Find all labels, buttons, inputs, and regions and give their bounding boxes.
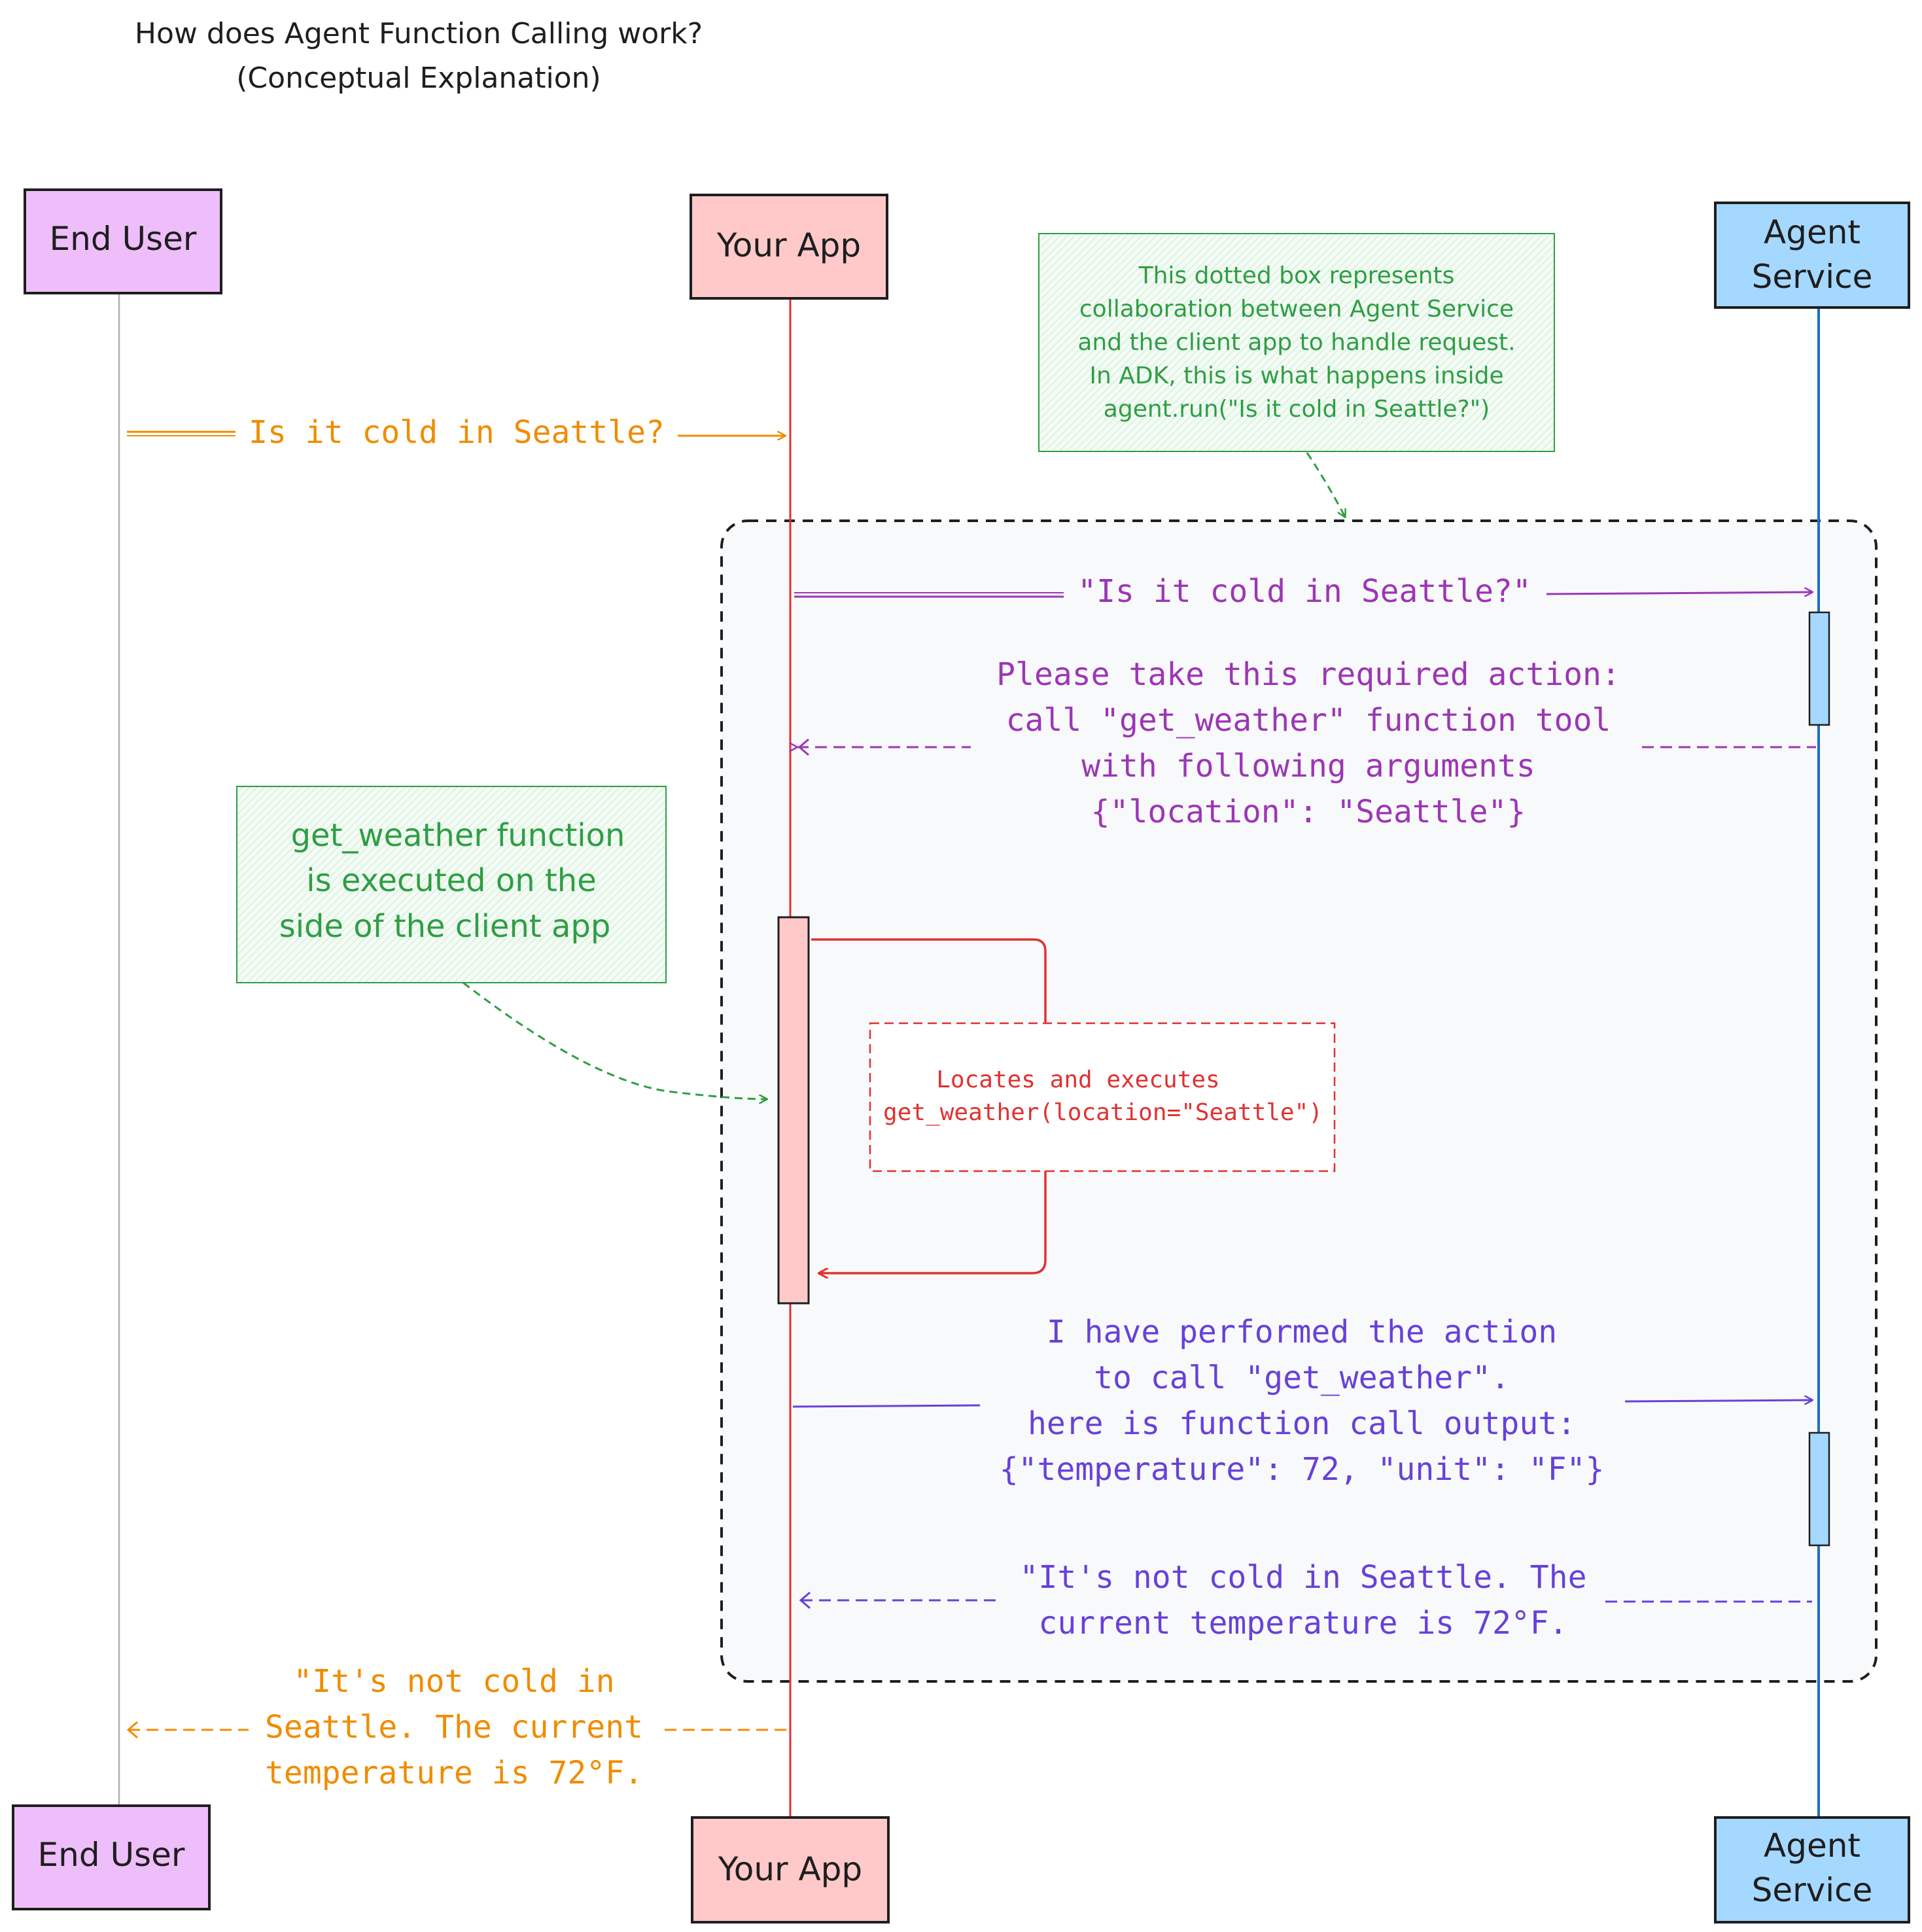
note-dotted-box: This dotted box represents collaboration…	[1038, 233, 1555, 452]
message-required-action: Please take this required action: call "…	[797, 656, 1816, 830]
app-answer-line-2: Seattle. The current	[265, 1709, 643, 1746]
participant-your-app-bottom: Your App	[691, 1816, 890, 1923]
agent-label-line-1: Agent	[1764, 213, 1861, 251]
note-client-exec-line-3: side of the client app	[279, 908, 611, 945]
participant-your-app-top: Your App	[690, 194, 888, 300]
message-app-to-agent: "Is it cold in Seattle?"	[794, 573, 1812, 610]
participant-end-user-top: End User	[24, 188, 222, 294]
message-user-question: Is it cold in Seattle?	[127, 414, 785, 451]
end-user-label-bottom: End User	[38, 1836, 185, 1874]
action-performed-line-1: I have performed the action	[1047, 1314, 1557, 1350]
agent-answer-line-2: current temperature is 72°F.	[1038, 1605, 1567, 1642]
note-dotted-box-line-4: In ADK, this is what happens inside	[1089, 362, 1503, 389]
required-action-line-2: call "get_weather" function tool	[1006, 702, 1611, 739]
participant-agent-service-bottom: Agent Service	[1714, 1816, 1910, 1923]
user-question-label: Is it cold in Seattle?	[249, 414, 665, 451]
agent-activation-1	[1808, 611, 1830, 726]
required-action-line-1: Please take this required action:	[996, 656, 1620, 693]
agent-label-bottom-line-2: Service	[1752, 1871, 1873, 1909]
agent-answer-line-1: "It's not cold in Seattle. The	[1020, 1559, 1587, 1596]
your-app-activation	[777, 916, 810, 1305]
self-call-get-weather: Locates and executes get_weather(locatio…	[811, 938, 1336, 1273]
note-client-exec-line-1: get_weather function	[291, 817, 625, 854]
participant-agent-service-top: Agent Service	[1714, 202, 1910, 309]
agent-activation-2	[1808, 1431, 1830, 1547]
note-dotted-box-pointer	[1306, 452, 1345, 517]
app-answer-line-1: "It's not cold in	[293, 1663, 614, 1700]
self-call-line-1: Locates and executes	[936, 1066, 1219, 1093]
note-client-execution: get_weather function is executed on the …	[236, 786, 667, 983]
note-dotted-box-line-1: This dotted box represents	[1138, 262, 1455, 289]
required-action-line-4: {"location": "Seattle"}	[1091, 794, 1526, 830]
self-call-line-2: get_weather(location="Seattle")	[883, 1099, 1323, 1126]
message-app-answer: "It's not cold in Seattle. The current t…	[126, 1663, 788, 1791]
agent-label-bottom-line-1: Agent	[1764, 1827, 1861, 1865]
message-agent-answer: "It's not cold in Seattle. The current t…	[799, 1559, 1812, 1642]
diagram-title: How does Agent Function Calling work? (C…	[135, 17, 703, 95]
message-action-performed: I have performed the action to call "get…	[792, 1314, 1812, 1488]
participant-end-user-bottom: End User	[12, 1804, 211, 1910]
end-user-label: End User	[50, 220, 197, 258]
agent-label-line-2: Service	[1752, 258, 1873, 296]
note-client-exec-pointer	[463, 981, 767, 1099]
required-action-line-3: with following arguments	[1081, 748, 1535, 784]
your-app-label-bottom: Your App	[718, 1850, 862, 1888]
title-line-2: (Conceptual Explanation)	[236, 61, 601, 95]
your-app-label: Your App	[716, 226, 861, 264]
app-to-agent-label: "Is it cold in Seattle?"	[1077, 573, 1531, 610]
note-dotted-box-line-3: and the client app to handle request.	[1077, 329, 1515, 356]
action-performed-line-2: to call "get_weather".	[1094, 1360, 1510, 1396]
action-performed-line-4: {"temperature": 72, "unit": "F"}	[1000, 1451, 1605, 1488]
note-dotted-box-line-5: agent.run("Is it cold in Seattle?")	[1104, 396, 1490, 423]
action-performed-line-3: here is function call output:	[1028, 1405, 1576, 1442]
note-client-exec-line-2: is executed on the	[306, 862, 596, 899]
app-answer-line-3: temperature is 72°F.	[265, 1755, 643, 1791]
title-line-1: How does Agent Function Calling work?	[135, 17, 703, 50]
note-dotted-box-line-2: collaboration between Agent Service	[1079, 296, 1514, 323]
